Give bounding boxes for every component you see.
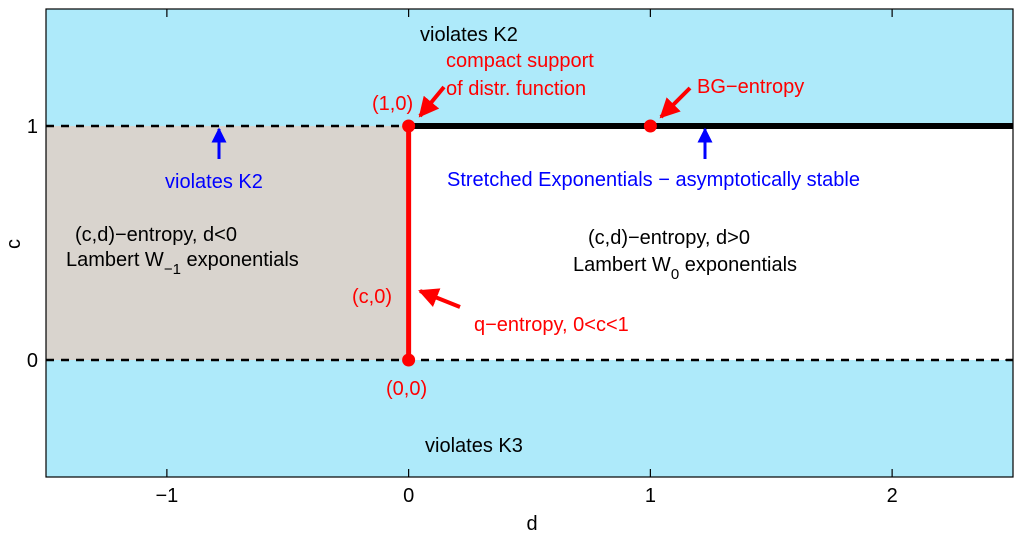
compact-support-arrow (418, 85, 446, 118)
violates-k2-left-label: violates K2 (165, 171, 263, 193)
x-tick-label: −1 (155, 485, 178, 507)
stretched-exponentials-label: Stretched Exponentials − asymptotically … (447, 169, 860, 191)
point-0-0 (402, 353, 416, 367)
bg-entropy-label: BG−entropy (697, 76, 804, 98)
region-violates-k3-bottom (46, 360, 1013, 477)
lambert-w-1-label: Lambert W−1 exponentials (66, 249, 299, 278)
lambert-w-1-suffix: exponentials (181, 249, 299, 271)
y-tick-label: 1 (27, 116, 38, 138)
y-tick-label: 0 (27, 350, 38, 372)
violates-k3-label: violates K3 (425, 435, 523, 457)
lambert-w0-subscript: 0 (671, 266, 679, 283)
cd-entropy-pos-label: (c,d)−entropy, d>0 (588, 227, 750, 249)
point-bg (643, 119, 657, 133)
x-axis-label: d (526, 513, 537, 535)
point-1-0 (402, 119, 416, 133)
compact-support-label-2: of distr. function (446, 78, 586, 100)
point-1-0-label: (1,0) (372, 93, 413, 115)
q-entropy-label: q−entropy, 0<c<1 (474, 314, 629, 336)
plot-frame (45, 8, 1014, 478)
region-violates-k2-top (46, 9, 1013, 126)
lambert-w0-label: Lambert W0 exponentials (573, 254, 797, 283)
region-lambert-w-1 (46, 126, 409, 360)
lambert-w0-suffix: exponentials (679, 254, 797, 276)
tick-layer: −1 0 1 2 0 1 (27, 9, 1013, 507)
c-0-label: (c,0) (352, 286, 392, 308)
x-tick-label: 2 (887, 485, 898, 507)
q-entropy-arrow (418, 288, 461, 309)
lambert-w-1-subscript: −1 (164, 261, 181, 278)
bg-entropy-arrow (659, 86, 692, 119)
region-layer (46, 9, 1013, 477)
cd-entropy-neg-label: (c,d)−entropy, d<0 (75, 224, 237, 246)
x-tick-label: 1 (645, 485, 656, 507)
lambert-w0-prefix: Lambert W (573, 254, 671, 276)
point-layer (402, 119, 657, 367)
x-tick-label: 0 (403, 485, 414, 507)
point-0-0-label: (0,0) (386, 378, 427, 400)
compact-support-label-1: compact support (446, 50, 594, 72)
line-layer (46, 123, 1013, 362)
violates-k2-top-label: violates K2 (420, 24, 518, 46)
lambert-w-1-prefix: Lambert W (66, 249, 164, 271)
region-lambert-w0 (408, 126, 1013, 360)
y-axis-label: c (3, 239, 25, 249)
